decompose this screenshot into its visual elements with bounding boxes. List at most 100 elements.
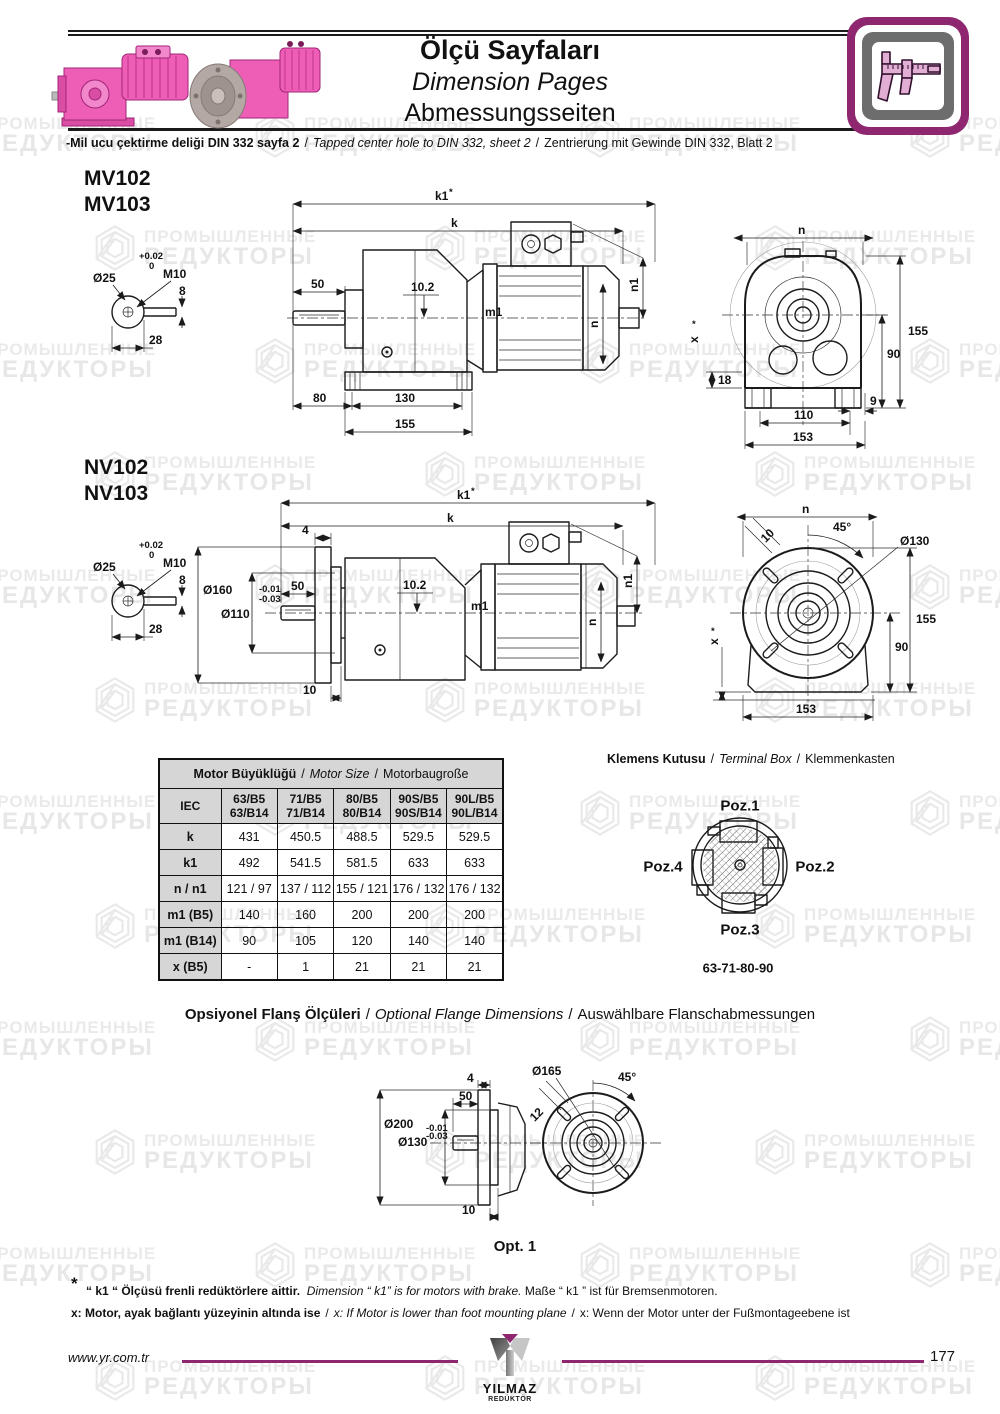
watermark-text: РЕДУКТОРЫ <box>0 581 154 609</box>
dim-label: 4 <box>302 523 309 537</box>
caliper-icon <box>847 17 969 135</box>
watermark-text: ПРОМЫШЛЕННЫЕ <box>804 452 977 472</box>
hexagon-swirl-icon <box>95 1355 135 1401</box>
din-note: -Mil ucu çektirme deliği DIN 332 sayfa 2… <box>66 136 773 150</box>
watermark-text: ПРОМЫШЛЕННЫЕ <box>959 339 1000 359</box>
hexagon-swirl-icon <box>255 112 295 158</box>
watermark-text: РЕДУКТОРЫ <box>144 468 314 496</box>
terminal-position-3: Poz.3 <box>720 921 760 939</box>
dim-label: k1 <box>457 488 471 502</box>
footer-url[interactable]: www.yr.com.tr <box>68 1350 150 1365</box>
dim-label: 45° <box>618 1070 636 1084</box>
dim-label: 50 <box>459 1089 473 1103</box>
dim-label: 155 <box>395 417 415 431</box>
left-gearmotor-image <box>51 45 189 127</box>
dim-label: Ø130 <box>398 1135 428 1149</box>
terminal-box-diagram <box>691 817 788 914</box>
footnote-x: x: Motor, ayak bağlantı yüzeyinin altınd… <box>71 1306 850 1320</box>
header-rule-top-1 <box>68 30 930 32</box>
dim-label: 0 <box>149 261 154 272</box>
watermark-text: РЕДУКТОРЫ <box>959 581 1000 609</box>
dim-label: 10 <box>303 683 317 697</box>
din-note-de: Zentrierung mit Gewinde DIN 332, Blatt 2 <box>544 136 773 150</box>
hexagon-swirl-icon <box>95 225 135 271</box>
hexagon-swirl-icon <box>910 790 950 836</box>
footer-rule-right <box>562 1360 924 1363</box>
terminal-box-title: Klemens Kutusu/Terminal Box/Klemmenkaste… <box>607 752 895 766</box>
din-note-tr: -Mil ucu çektirme deliği DIN 332 sayfa 2 <box>66 136 300 150</box>
watermark-text: РЕДУКТОРЫ <box>629 1259 799 1287</box>
table-title: Motor Büyüklüğü/Motor Size/Motorbaugroße <box>158 758 504 789</box>
watermark-text: ПРОМЫШЛЕННЫЕ <box>629 1017 802 1037</box>
watermark-text: ПРОМЫШЛЕННЫЕ <box>144 1130 317 1150</box>
dim-label: Ø110 <box>221 607 250 621</box>
gearmotor-photos <box>51 41 321 129</box>
dim-label: 110 <box>794 408 814 422</box>
watermark-text: РЕДУКТОРЫ <box>959 129 1000 157</box>
dim-label: * <box>449 187 453 198</box>
hexagon-swirl-icon <box>910 338 950 384</box>
dim-label: Ø200 <box>384 1117 414 1131</box>
dim-label: k1 <box>435 189 449 203</box>
watermark-text: РЕДУКТОРЫ <box>959 355 1000 383</box>
logo-text: YILMAZ <box>482 1381 538 1396</box>
separator: / <box>304 136 308 150</box>
hexagon-swirl-icon <box>95 451 135 497</box>
watermark-text: РЕДУКТОРЫ <box>629 129 799 157</box>
watermark-text: ПРОМЫШЛЕННЫЕ <box>144 452 317 472</box>
watermark-text: РЕДУКТОРЫ <box>474 242 644 270</box>
mv-side-view-drawing: k1 * k 50 10.2 m1 <box>287 187 656 436</box>
column-header: IEC <box>158 788 222 824</box>
dim-label: 50 <box>311 277 325 291</box>
optional-flange-title: Opsiyonel Flanş Ölçüleri/Optional Flange… <box>184 1006 816 1023</box>
header-rule-top-2 <box>68 34 930 36</box>
dim-label: 9 <box>870 394 877 408</box>
dim-label: 155 <box>916 612 936 626</box>
watermark-text: РЕДУКТОРЫ <box>0 355 154 383</box>
dim-label: m1 <box>485 305 503 319</box>
watermark-text: РЕДУКТОРЫ <box>304 1259 474 1287</box>
dim-label: -0.01 <box>426 1123 448 1134</box>
watermark-text: ПРОМЫШЛЕННЫЕ <box>629 339 802 359</box>
dim-label: 153 <box>796 702 816 716</box>
dim-label: -0.03 <box>426 1131 448 1142</box>
dim-label: Ø130 <box>900 534 930 548</box>
hexagon-swirl-icon <box>255 1242 295 1288</box>
hexagon-swirl-icon <box>255 338 295 384</box>
watermark-text: ПРОМЫШЛЕННЫЕ <box>629 113 802 133</box>
watermark-text: ПРОМЫШЛЕННЫЕ <box>474 452 647 472</box>
dim-label: 10.2 <box>411 280 435 294</box>
hexagon-swirl-icon <box>425 1355 465 1401</box>
watermark-text: ПРОМЫШЛЕННЫЕ <box>959 791 1000 811</box>
watermark-text: ПРОМЫШЛЕННЫЕ <box>0 1017 157 1037</box>
hexagon-swirl-icon <box>910 564 950 610</box>
watermark-text: ПРОМЫШЛЕННЫЕ <box>629 791 802 811</box>
hexagon-swirl-icon <box>910 1242 950 1288</box>
hexagon-swirl-icon <box>255 564 295 610</box>
dim-label: -0.03 <box>259 594 281 605</box>
dim-label: 153 <box>793 430 813 444</box>
watermark-text: ПРОМЫШЛЕННЫЕ <box>474 904 647 924</box>
hexagon-swirl-icon <box>755 1129 795 1175</box>
watermark-text: РЕДУКТОРЫ <box>0 1033 154 1061</box>
terminal-frame-sizes: 63-71-80-90 <box>702 960 774 976</box>
watermark-text: ПРОМЫШЛЕННЫЕ <box>629 1243 802 1263</box>
watermark-text: РЕДУКТОРЫ <box>804 1146 974 1174</box>
watermark-text: РЕДУКТОРЫ <box>629 581 799 609</box>
